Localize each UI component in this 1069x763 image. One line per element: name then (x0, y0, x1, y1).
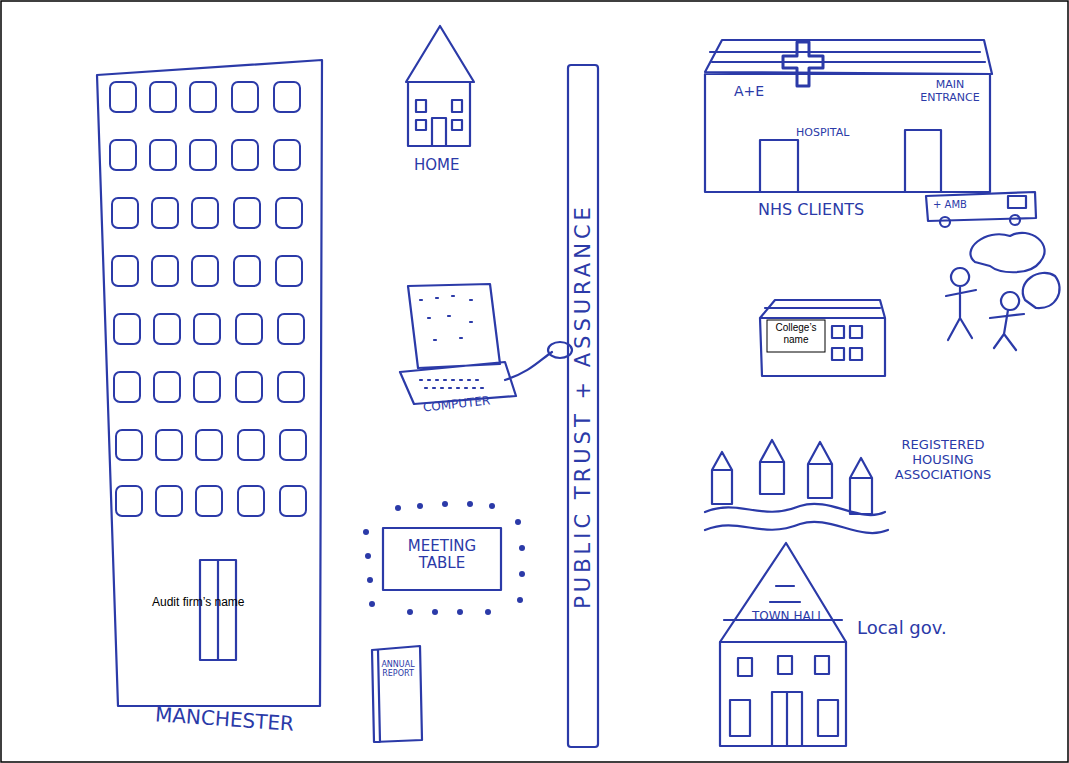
laptop (400, 284, 552, 404)
sketch-label: Local gov. (857, 618, 947, 639)
house (406, 26, 474, 146)
sketch-label: Audit firm’s name (152, 596, 244, 610)
office-building: Audit firm’s nameMANCHESTER (97, 58, 325, 740)
town-hall: TOWN HALLLocal gov. (712, 540, 1062, 752)
college-label-box (767, 320, 825, 352)
trust-band: PUBLIC TRUST + ASSURANCE (568, 65, 598, 747)
sketch-label: HOME (414, 157, 460, 174)
sketch-label: HOSPITAL (796, 127, 849, 140)
sketch-label: MEETING TABLE (393, 538, 491, 573)
speech-bubble (1023, 273, 1060, 308)
sketch-label: MAIN ENTRANCE (912, 79, 988, 104)
ambulance: + AMB (925, 190, 1037, 226)
speech-bubble (970, 233, 1044, 272)
stick-figure (946, 268, 976, 340)
sketch-label: TOWN HALL (718, 610, 858, 624)
sketch-label: College’s name (768, 322, 824, 345)
laptop-dots (420, 296, 485, 388)
sketch-label: REGISTERED HOUSING ASSOCIATIONS (888, 438, 998, 483)
table-outline (383, 528, 501, 590)
hospital-doors (760, 130, 941, 192)
sketch-label: + AMB (933, 199, 967, 211)
tower-door (200, 560, 236, 660)
computer: COMPUTER (395, 280, 530, 420)
road (705, 504, 888, 533)
hospital-cross (783, 42, 823, 86)
sketch-label: ANNUAL REPORT (380, 660, 416, 678)
chairs (363, 501, 525, 615)
hospital-building (705, 40, 992, 192)
hospital-roof-lines (710, 52, 985, 62)
meeting-table: MEETING TABLE (383, 528, 501, 590)
college-building (760, 300, 885, 376)
annual-report: ANNUAL REPORT (372, 646, 424, 742)
college-windows (832, 326, 862, 360)
sketch-label: NHS CLIENTS (758, 201, 864, 219)
tower-windows (110, 82, 306, 516)
housing: REGISTERED HOUSING ASSOCIATIONS (700, 430, 1000, 535)
sketch-label: MANCHESTER (154, 703, 294, 736)
stick-figure (990, 292, 1024, 350)
home: HOME (400, 25, 490, 180)
sketch-label: PUBLIC TRUST + ASSURANCE (568, 65, 598, 747)
sketch-label: COMPUTER (422, 395, 491, 416)
house-details (416, 100, 462, 146)
report-booklet (372, 646, 422, 742)
sketch-label: A+E (734, 83, 764, 99)
houses (712, 440, 872, 514)
office-tower (97, 60, 322, 706)
college: College’s name (758, 298, 888, 378)
trust-band (568, 65, 598, 747)
town-hall-roof (720, 543, 846, 642)
